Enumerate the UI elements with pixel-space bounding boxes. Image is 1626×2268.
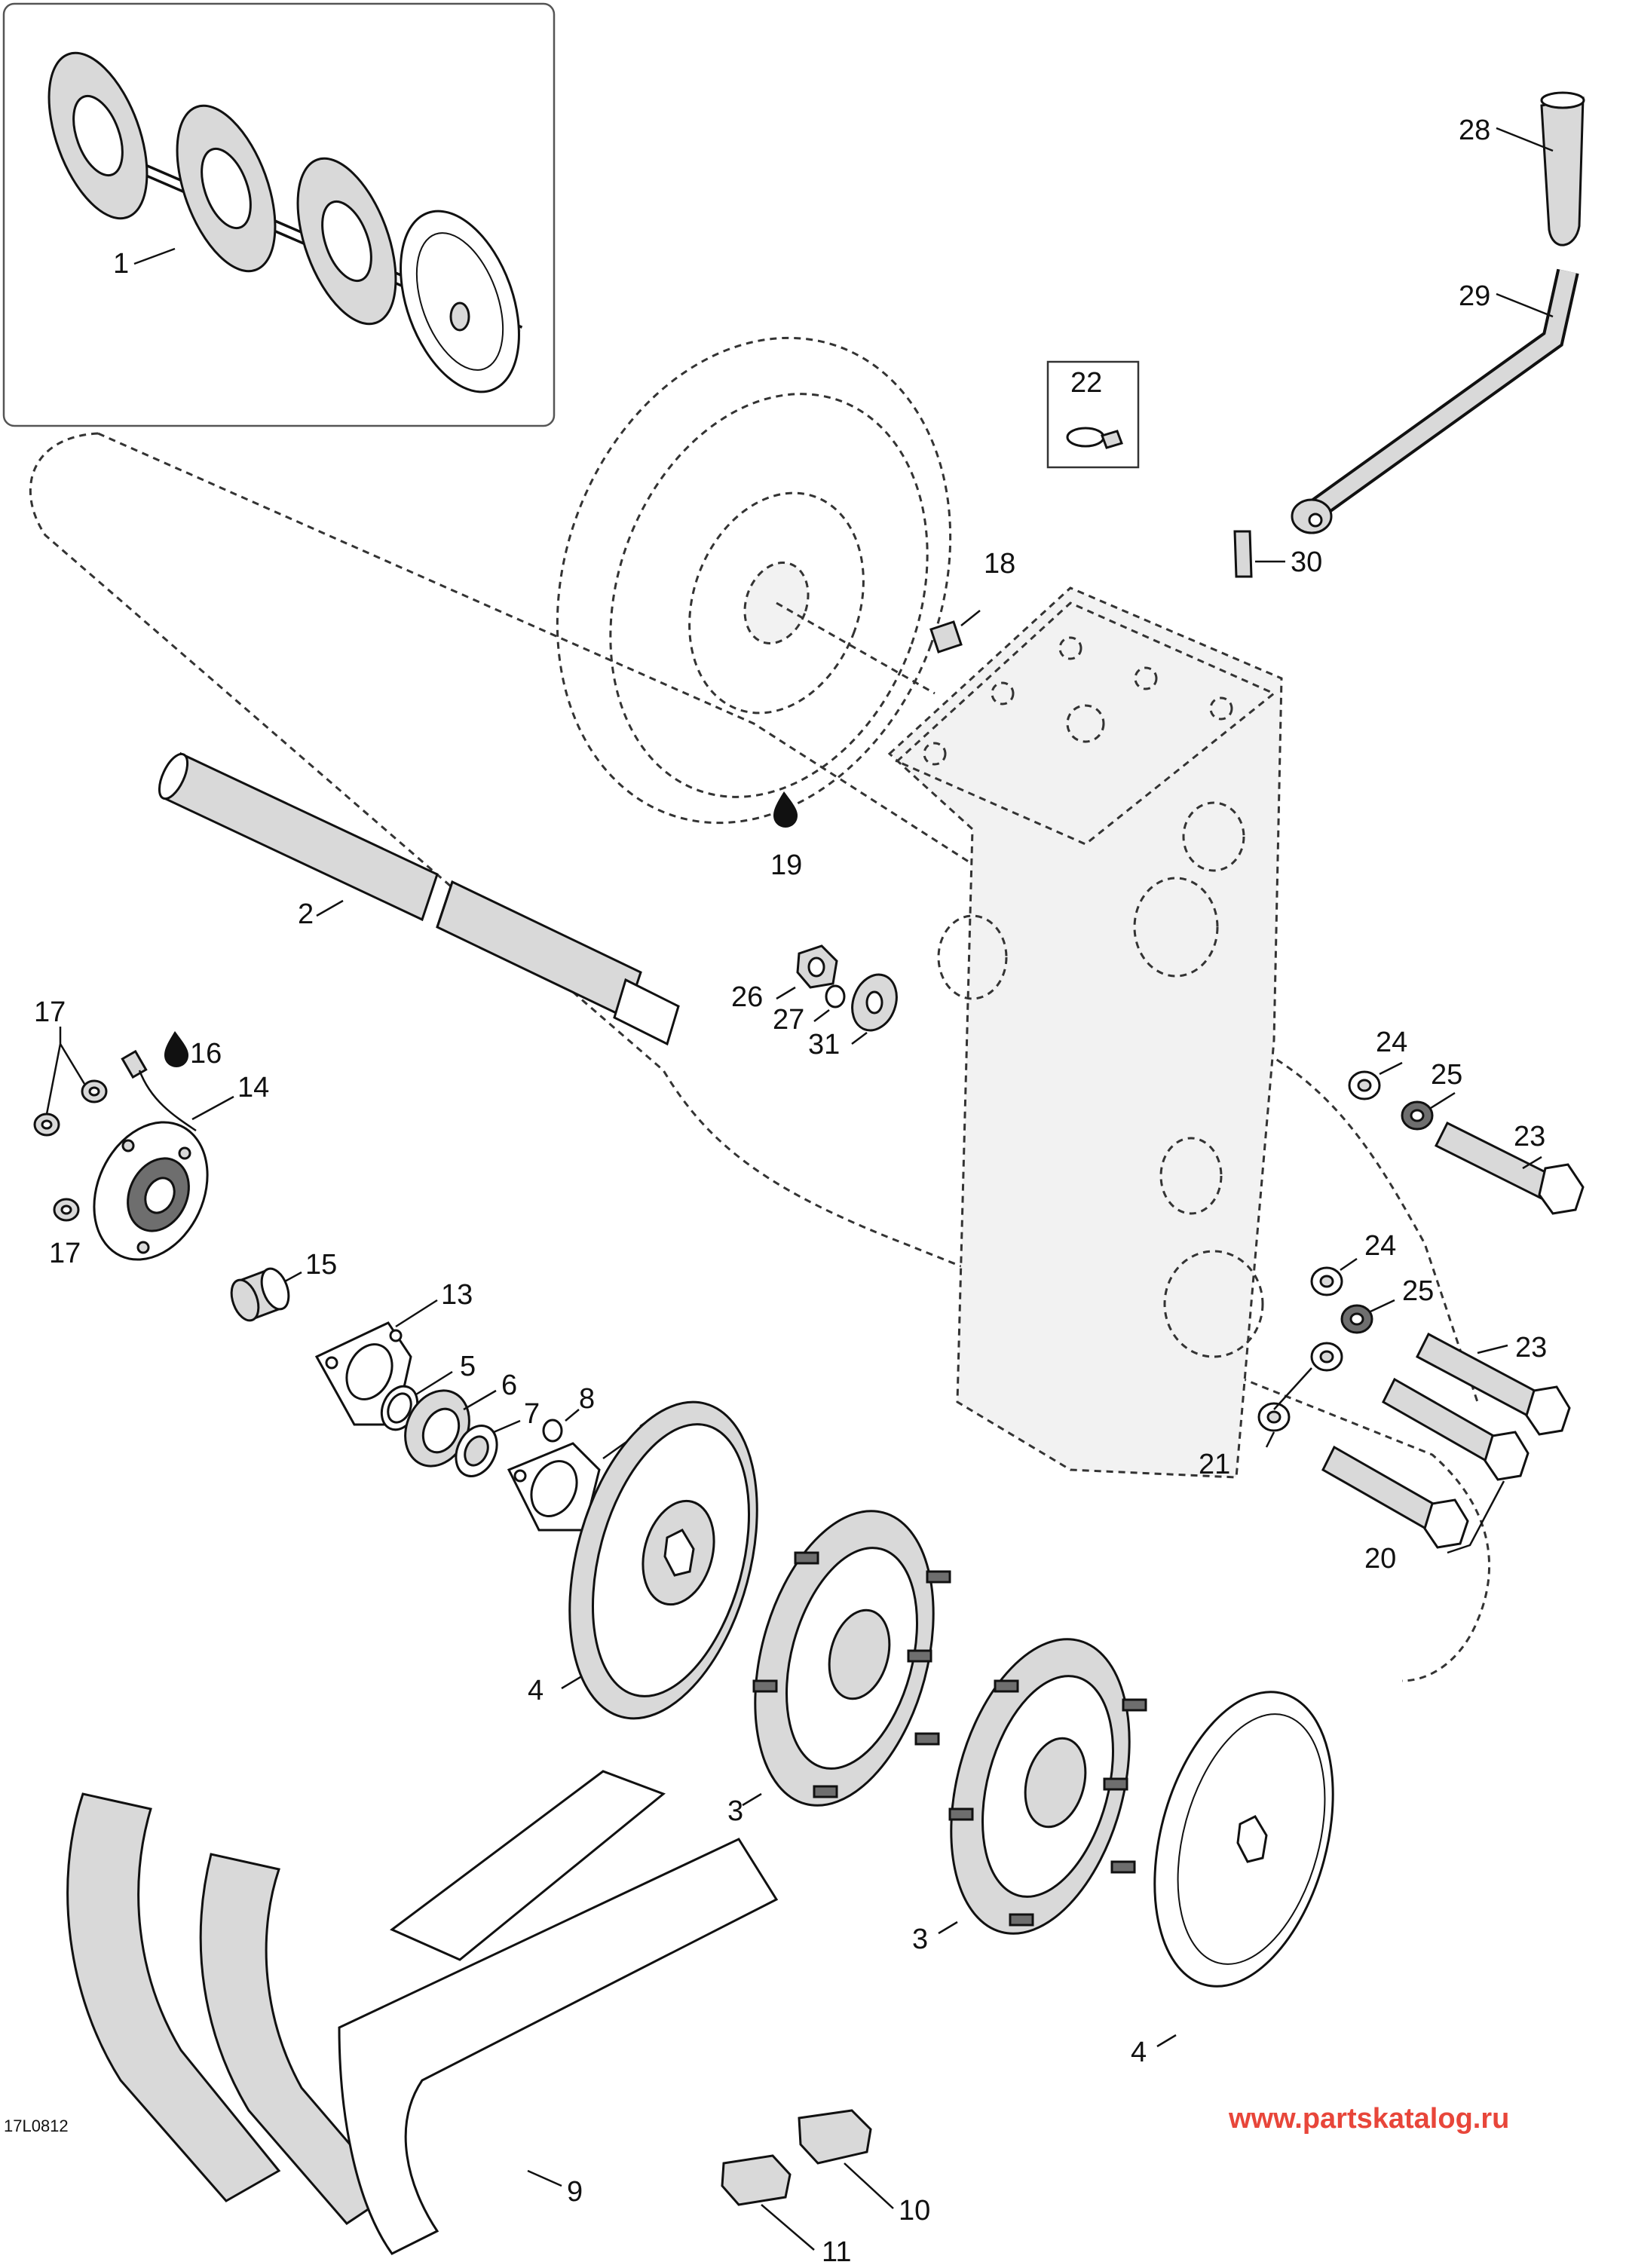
leader-2 [316, 899, 344, 917]
callout-24a: 24 [1376, 1027, 1407, 1058]
callout-30: 30 [1291, 546, 1322, 578]
grease-fitting [121, 1049, 148, 1079]
bearing-flange-14 [93, 1121, 209, 1261]
bolt-23-lower [1416, 1332, 1571, 1436]
lever-29 [1291, 268, 1579, 534]
washer-21-upper [1310, 1342, 1343, 1372]
washer-24-lower [1310, 1266, 1343, 1296]
callout-1: 1 [113, 248, 129, 280]
track-9 [66, 1770, 779, 2255]
sprocket-3-right [948, 1638, 1147, 1935]
callout-3a: 3 [727, 1795, 743, 1827]
leader-17-upper [45, 1027, 86, 1115]
callout-29: 29 [1459, 280, 1490, 312]
nut-17-upper [81, 1079, 108, 1103]
o-ring-27 [825, 984, 846, 1009]
callout-24b: 24 [1364, 1230, 1396, 1262]
callout-23a: 23 [1514, 1121, 1545, 1152]
inset-sprocket-2 [176, 104, 277, 273]
callout-22: 22 [1070, 367, 1102, 399]
drive-pulley-ghost [556, 336, 952, 825]
callout-20: 20 [1364, 1543, 1396, 1575]
callout-6: 6 [501, 1370, 517, 1401]
callout-7: 7 [524, 1398, 540, 1430]
callout-19: 19 [770, 849, 802, 881]
bolt-23-upper [1434, 1121, 1585, 1215]
callout-8: 8 [579, 1383, 595, 1415]
bearing-sleeve-15 [230, 1267, 290, 1322]
callout-17b: 17 [49, 1238, 81, 1269]
callout-4b: 4 [1131, 2037, 1147, 2068]
inset-assembly-box: 1 [2, 2, 556, 427]
washer-7 [455, 1425, 498, 1477]
bolt-20-upper [1382, 1377, 1530, 1481]
end-wheel-4-left [568, 1400, 758, 1720]
watermark: www.partskatalog.ru [1228, 2103, 1509, 2135]
oil-drop-icon [773, 791, 798, 828]
drawing-code: 17L0812 [4, 2116, 69, 2135]
sprocket-3-middle [752, 1510, 951, 1807]
ring-5 [380, 1385, 419, 1431]
callout-3b: 3 [912, 1924, 928, 1955]
lock-washer-25-upper [1401, 1100, 1434, 1131]
callout-25b: 25 [1402, 1275, 1434, 1307]
callout-26: 26 [731, 981, 763, 1013]
callout-25a: 25 [1431, 1059, 1462, 1091]
nut-17-lower [53, 1198, 80, 1222]
inset-end-wheel [400, 210, 520, 393]
nut-26 [796, 944, 838, 989]
track-outline-ghost [29, 432, 1490, 1682]
callout-9: 9 [567, 2176, 583, 2208]
drive-axle-shaft [158, 751, 680, 1046]
callout-23b: 23 [1515, 1332, 1547, 1364]
callout-16: 16 [190, 1038, 222, 1070]
o-ring-8 [542, 1419, 563, 1443]
leader-1 [133, 247, 176, 265]
inset-sprocket-1 [47, 51, 149, 220]
pin-30 [1233, 530, 1253, 578]
bolt-20-lower [1321, 1445, 1469, 1549]
callout-15: 15 [305, 1249, 337, 1281]
callout-17a: 17 [34, 996, 66, 1028]
plate-12 [507, 1442, 601, 1532]
callout-11: 11 [822, 2236, 851, 2268]
inset-sprocket-3 [296, 157, 397, 326]
key-18 [929, 620, 963, 653]
oil-drop-icon [164, 1031, 188, 1067]
clip-10 [798, 2109, 872, 2165]
callout-2: 2 [298, 898, 314, 930]
washer-21-lower [1257, 1402, 1291, 1432]
nut-17-left [33, 1113, 60, 1137]
lock-washer-25-lower [1340, 1304, 1373, 1334]
callout-18: 18 [984, 548, 1015, 580]
callout-27: 27 [773, 1004, 804, 1036]
callout-14: 14 [237, 1072, 269, 1103]
callout-4a: 4 [528, 1675, 544, 1706]
callout-10: 10 [899, 2195, 930, 2227]
gear-31 [851, 973, 898, 1032]
chaincase-ghost [887, 586, 1283, 1479]
clamp-box-22 [1046, 360, 1140, 469]
grip-28 [1540, 91, 1585, 246]
washer-24-upper [1348, 1070, 1381, 1100]
clip-11 [721, 2154, 792, 2206]
callout-21: 21 [1199, 1449, 1230, 1480]
end-wheel-4-right [1153, 1691, 1334, 1988]
callout-31: 31 [808, 1029, 840, 1061]
callout-28: 28 [1459, 115, 1490, 146]
callout-5: 5 [460, 1351, 476, 1382]
callout-13: 13 [441, 1279, 473, 1311]
